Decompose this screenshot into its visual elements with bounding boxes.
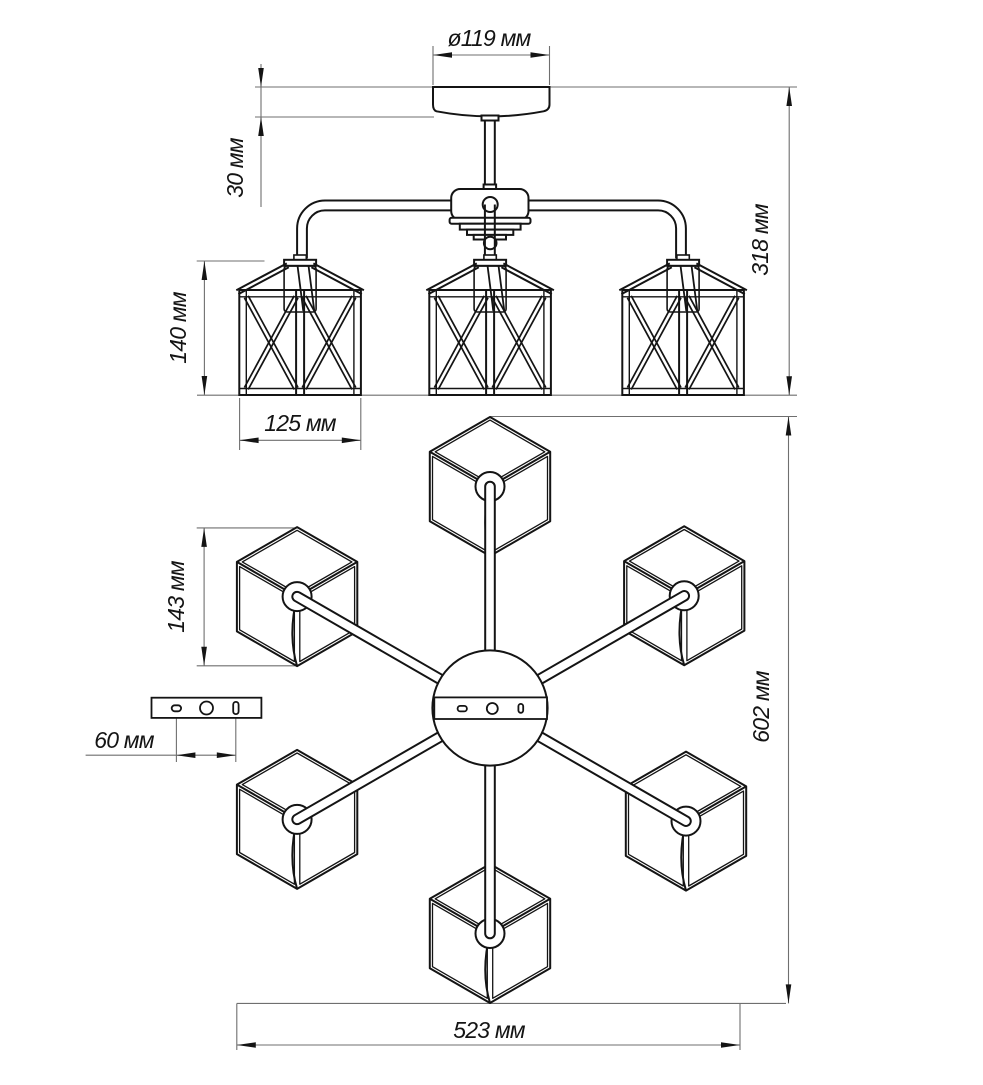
svg-text:30 мм: 30 мм [222, 137, 248, 198]
svg-text:125 мм: 125 мм [264, 410, 337, 436]
svg-text:318 мм: 318 мм [747, 203, 773, 276]
svg-text:ø119 мм: ø119 мм [447, 25, 531, 51]
svg-text:523 мм: 523 мм [453, 1017, 526, 1043]
svg-text:143 мм: 143 мм [163, 560, 189, 633]
svg-text:60 мм: 60 мм [94, 727, 155, 753]
svg-text:602 мм: 602 мм [748, 670, 774, 743]
svg-text:140 мм: 140 мм [165, 291, 191, 364]
